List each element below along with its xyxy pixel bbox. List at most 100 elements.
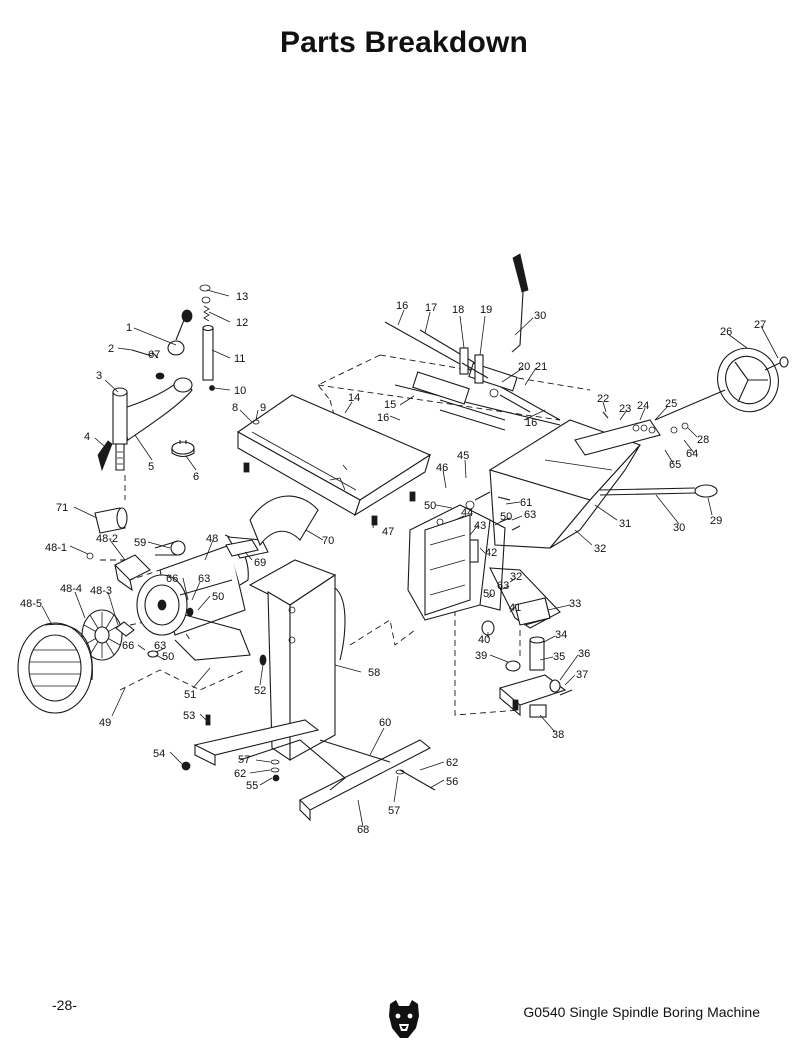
callout: 1 bbox=[126, 322, 132, 334]
leader-lines bbox=[41, 289, 779, 828]
callout: 63 bbox=[524, 509, 536, 521]
callout: 33 bbox=[569, 598, 581, 610]
callout: 6 bbox=[193, 471, 199, 483]
callout: 63 bbox=[154, 640, 166, 652]
callout: 5 bbox=[148, 461, 154, 473]
callout: 8 bbox=[232, 402, 238, 414]
callout: 54 bbox=[153, 748, 165, 760]
callout: 56 bbox=[446, 776, 458, 788]
callout: 61 bbox=[520, 497, 532, 509]
callout: 41 bbox=[509, 602, 521, 614]
callout: 21 bbox=[535, 361, 547, 373]
callout: 16 bbox=[525, 417, 537, 429]
page-number: -28- bbox=[52, 997, 77, 1013]
callout: 9 bbox=[260, 402, 266, 414]
callout: 27 bbox=[754, 319, 766, 331]
callout: 66 bbox=[166, 573, 178, 585]
callout: 48-5 bbox=[20, 598, 42, 610]
callout: 71 bbox=[56, 502, 68, 514]
fence-box-assembly bbox=[488, 347, 789, 549]
spindle-clamp-assembly bbox=[481, 597, 573, 718]
callout: 30 bbox=[673, 522, 685, 534]
callout: 24 bbox=[637, 400, 649, 412]
callout: 62 bbox=[446, 757, 458, 769]
callout: 19 bbox=[480, 304, 492, 316]
callout: 47 bbox=[382, 526, 394, 538]
callout: 50 bbox=[483, 588, 495, 600]
callout: 16 bbox=[396, 300, 408, 312]
callout: 50 bbox=[162, 651, 174, 663]
callout: 13 bbox=[236, 291, 248, 303]
callout: 67 bbox=[148, 349, 160, 361]
callout: 63 bbox=[497, 580, 509, 592]
callout: 22 bbox=[597, 393, 609, 405]
callout: 17 bbox=[425, 302, 437, 314]
callout: 12 bbox=[236, 317, 248, 329]
callout: 57 bbox=[238, 754, 250, 766]
callout: 39 bbox=[475, 650, 487, 662]
callout: 16 bbox=[377, 412, 389, 424]
callout: 48-2 bbox=[96, 533, 118, 545]
callout: 43 bbox=[474, 520, 486, 532]
callout: 3 bbox=[96, 370, 102, 382]
callout: 34 bbox=[555, 629, 567, 641]
callout: 65 bbox=[669, 459, 681, 471]
callout: 48-4 bbox=[60, 583, 82, 595]
callout: 10 bbox=[234, 385, 246, 397]
callout: 70 bbox=[322, 535, 334, 547]
callout: 48-1 bbox=[45, 542, 67, 554]
callout: 48 bbox=[206, 533, 218, 545]
stand-assembly bbox=[181, 559, 436, 822]
callout: 15 bbox=[384, 399, 396, 411]
callout: 14 bbox=[348, 392, 360, 404]
callout: 30 bbox=[534, 310, 546, 322]
callout: 29 bbox=[710, 515, 722, 527]
callout: 59 bbox=[134, 537, 146, 549]
callout: 62 bbox=[234, 768, 246, 780]
callout: 48-3 bbox=[90, 585, 112, 597]
callout: 45 bbox=[457, 450, 469, 462]
page-title: Parts Breakdown bbox=[279, 26, 529, 59]
callout: 20 bbox=[518, 361, 530, 373]
callout: 23 bbox=[619, 403, 631, 415]
callout: 60 bbox=[379, 717, 391, 729]
callout: 51 bbox=[184, 689, 196, 701]
callout: 28 bbox=[697, 434, 709, 446]
callout: 50 bbox=[212, 591, 224, 603]
table-assembly bbox=[236, 394, 432, 526]
motor-assembly bbox=[17, 495, 319, 714]
callout: 69 bbox=[254, 557, 266, 569]
callout: 40 bbox=[478, 634, 490, 646]
callout: 55 bbox=[246, 780, 258, 792]
callout-labels: 13 12 11 10 1 2 67 3 8 9 4 5 6 14 16 17 … bbox=[20, 291, 766, 836]
callout: 49 bbox=[99, 717, 111, 729]
callout: 11 bbox=[234, 353, 245, 365]
callout: 32 bbox=[510, 571, 522, 583]
callout: 58 bbox=[368, 667, 380, 679]
carriage-assembly bbox=[384, 253, 561, 431]
callout: 2 bbox=[108, 343, 114, 355]
callout: 63 bbox=[198, 573, 210, 585]
callout: 32 bbox=[594, 543, 606, 555]
bear-head-logo-icon bbox=[389, 1000, 419, 1038]
gearbox-assembly bbox=[407, 491, 561, 629]
callout: 18 bbox=[452, 304, 464, 316]
callout: 37 bbox=[576, 669, 588, 681]
callout: 50 bbox=[500, 511, 512, 523]
callout: 46 bbox=[436, 462, 448, 474]
model-name: G0540 Single Spindle Boring Machine bbox=[523, 1004, 760, 1020]
callout: 52 bbox=[254, 685, 266, 697]
callout: 57 bbox=[388, 805, 400, 817]
callout: 36 bbox=[578, 648, 590, 660]
callout: 50 bbox=[424, 500, 436, 512]
callout: 42 bbox=[485, 547, 497, 559]
callout: 44 bbox=[461, 507, 473, 519]
callout: 26 bbox=[720, 326, 732, 338]
head-assembly bbox=[97, 284, 215, 472]
callout: 38 bbox=[552, 729, 564, 741]
callout: 68 bbox=[357, 824, 369, 836]
callout: 35 bbox=[553, 651, 565, 663]
callout: 25 bbox=[665, 398, 677, 410]
callout: 66 bbox=[122, 640, 134, 652]
